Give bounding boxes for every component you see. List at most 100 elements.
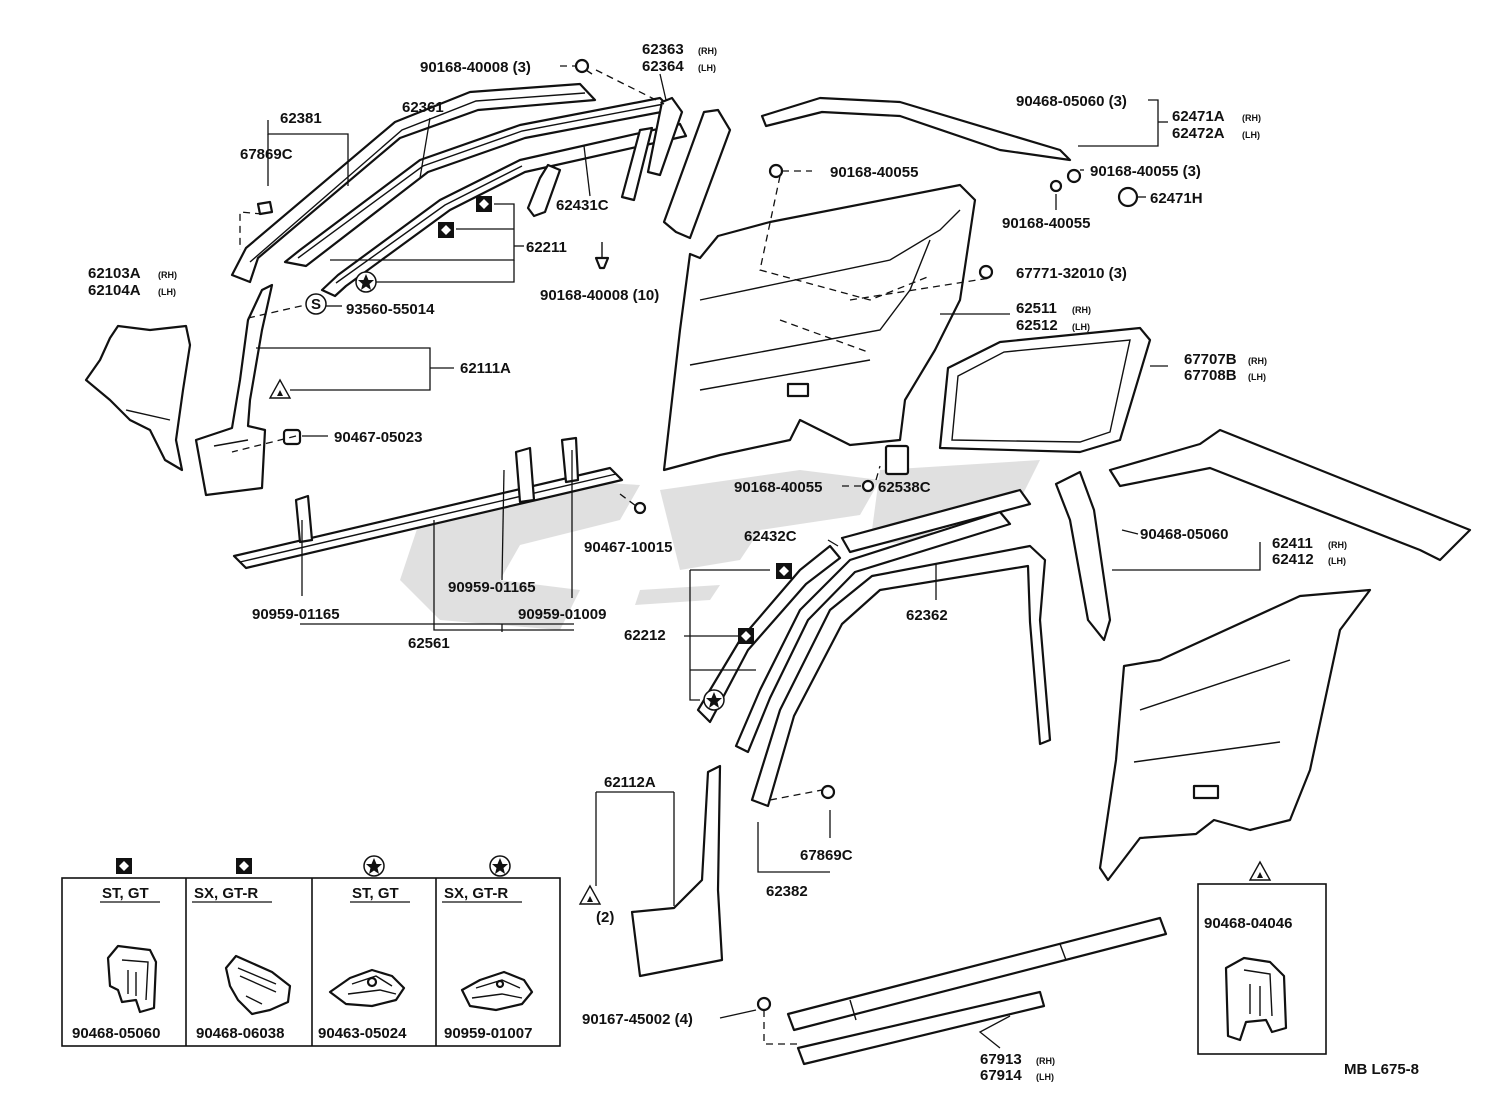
label-62363: 62363 <box>642 41 684 58</box>
part-62432c-trim <box>840 488 1032 554</box>
label-67708b-side: (LH) <box>1248 372 1266 382</box>
label-62411-side: (RH) <box>1328 540 1347 550</box>
label-90467-05023: 90467-05023 <box>334 429 422 446</box>
part-62112a-pillar-lower <box>630 764 724 978</box>
inset-part-code: 90468-04046 <box>1204 915 1292 932</box>
label-90168-40055-b: 90168-40055 <box>1002 215 1090 232</box>
label-62472a: 62472A <box>1172 125 1225 142</box>
label-62431c: 62431C <box>556 197 609 214</box>
clip-icon-67869c-bottom <box>820 784 836 800</box>
legend-part-3: 90463-05024 <box>318 1025 407 1042</box>
legend-part-2: 90468-06038 <box>196 1025 284 1042</box>
legend-diamond-icon-1 <box>116 858 132 874</box>
part-62111a-pillar-garnish <box>194 283 274 497</box>
label-90168-40055-3: 90168-40055 (3) <box>1090 163 1201 180</box>
legend-part-4: 90959-01007 <box>444 1025 532 1042</box>
label-62412-side: (LH) <box>1328 556 1346 566</box>
star-marker-icon <box>355 271 725 711</box>
label-67913: 67913 <box>980 1051 1022 1068</box>
clip-icon-62471h <box>1117 186 1139 208</box>
label-count-2: (2) <box>596 909 614 926</box>
label-90168-40008-10: 90168-40008 (10) <box>540 287 659 304</box>
label-62212: 62212 <box>624 627 666 644</box>
clip-icon-90959-01007 <box>460 970 534 1012</box>
legend-variant-4: SX, GT-R <box>444 885 508 902</box>
clip-icon-62538c <box>884 444 910 476</box>
s-marker-icon: S <box>305 293 327 315</box>
label-62363-side: (RH) <box>698 46 717 56</box>
label-67707b-side: (RH) <box>1248 356 1267 366</box>
label-62104a: 62104A <box>88 282 141 299</box>
legend-variant-2: SX, GT-R <box>194 885 258 902</box>
part-67913-scuff-plate <box>786 916 1168 1066</box>
legend-diamond-icon-2 <box>236 858 252 874</box>
label-62381: 62381 <box>280 110 322 127</box>
part-62411-rear-pillar <box>1054 428 1472 642</box>
label-62511: 62511 <box>1016 300 1057 317</box>
part-62561-scuff-rail <box>232 436 624 570</box>
label-62364: 62364 <box>642 58 684 75</box>
part-pillar-bracket <box>662 108 732 240</box>
part-62511-quarter-panel <box>662 183 977 472</box>
clip-icon-90468-06038 <box>224 954 292 1016</box>
clip-icon-90463-05024 <box>328 968 406 1008</box>
label-62412: 62412 <box>1272 551 1314 568</box>
legend-star-icon-1 <box>363 855 385 877</box>
label-62471a-side: (RH) <box>1242 113 1261 123</box>
part-labels: 90168-40008 (3) 62363 (RH) 62364 (LH) 62… <box>88 41 1419 1084</box>
label-62362: 62362 <box>906 607 948 624</box>
label-90467-10015: 90467-10015 <box>584 539 672 556</box>
screw-icon-90167-45002 <box>756 996 772 1012</box>
part-62362-molding <box>734 510 1012 754</box>
clip-icon-90468-04046 <box>1224 956 1288 1042</box>
label-62512: 62512 <box>1016 317 1058 334</box>
triangle-marker-icon <box>268 378 1272 905</box>
diamond-marker-icon <box>438 196 792 644</box>
label-90168-40055-c: 90168-40055 <box>734 479 822 496</box>
label-67869c-top: 67869C <box>240 146 293 163</box>
part-62382-molding <box>750 544 1052 808</box>
label-67913-side: (RH) <box>1036 1056 1055 1066</box>
label-90959-01009: 90959-01009 <box>518 606 606 623</box>
leader-lines <box>231 65 1261 1049</box>
legend-star-icon-2 <box>489 855 511 877</box>
legend-table: ST, GT SX, GT-R ST, GT SX, GT-R 904 <box>61 855 561 1047</box>
label-62103a-side: (RH) <box>158 270 177 280</box>
part-62431c-trim <box>526 163 562 218</box>
label-90959-01165-b: 90959-01165 <box>448 579 536 596</box>
legend-part-1: 90468-05060 <box>72 1025 160 1042</box>
part-62363-bracket <box>620 96 684 202</box>
label-67707b: 67707B <box>1184 351 1237 368</box>
clip-icon-90467-10015 <box>633 501 647 515</box>
label-90167-45002-4: 90167-45002 (4) <box>582 1011 693 1028</box>
label-62382: 62382 <box>766 883 808 900</box>
label-62411: 62411 <box>1272 535 1313 552</box>
part-62103a-quarter-trim <box>84 324 192 472</box>
clip-icon-67869c-top <box>256 200 274 216</box>
screw-icon-90168-40008-top <box>574 58 593 75</box>
inset-box: 90468-04046 <box>1197 883 1327 1055</box>
part-62471a-roof-rail <box>760 96 1072 162</box>
label-93560-55014: 93560-55014 <box>346 301 435 318</box>
label-90168-40055-a: 90168-40055 <box>830 164 918 181</box>
label-62538c: 62538C <box>878 479 931 496</box>
part-67707b-quarter-window <box>938 326 1152 454</box>
label-62361: 62361 <box>402 99 444 116</box>
label-67708b: 67708B <box>1184 367 1237 384</box>
label-67914: 67914 <box>980 1067 1022 1084</box>
label-67771-32010-3: 67771-32010 (3) <box>1016 265 1127 282</box>
part-62411-rear-trim-panel <box>1098 588 1372 882</box>
label-62111a: 62111A <box>460 360 511 377</box>
label-62211: 62211 <box>526 239 567 256</box>
label-90959-01165-a: 90959-01165 <box>252 606 340 623</box>
label-62364-side: (LH) <box>698 63 716 73</box>
s-marker-letter: S <box>311 296 321 313</box>
label-90468-05060-3: 90468-05060 (3) <box>1016 93 1127 110</box>
label-62471h: 62471H <box>1150 190 1203 207</box>
legend-variant-3: ST, GT <box>352 885 399 902</box>
label-62512-side: (LH) <box>1072 322 1090 332</box>
legend-variant-1: ST, GT <box>102 885 149 902</box>
label-90168-40008-3: 90168-40008 (3) <box>420 59 531 76</box>
label-67869c-bottom: 67869C <box>800 847 853 864</box>
